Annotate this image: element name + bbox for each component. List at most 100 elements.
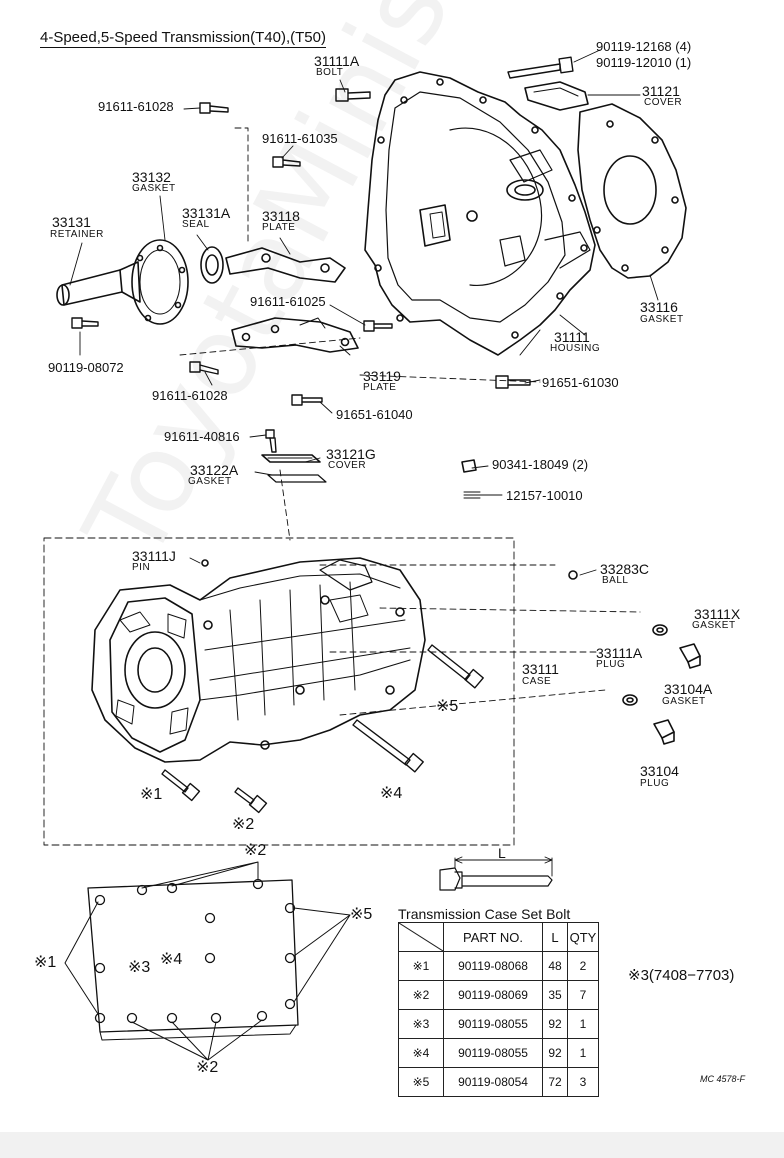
label-31121-name: COVER [644, 97, 683, 108]
label-33131a-no: 33131A [182, 205, 231, 221]
label-33111a-plug-no: 33111A [596, 645, 643, 661]
label-33111j-no: 33111J [132, 548, 176, 564]
row-part-no: 90119-08068 [443, 951, 543, 981]
label-31121-no: 31121 [642, 83, 680, 99]
row-part-no: 90119-08055 [443, 1009, 543, 1039]
label-33111x-name: GASKET [692, 620, 736, 631]
label-90341-18049: 90341-18049 (2) [492, 457, 589, 472]
label-33131-name: RETAINER [50, 229, 104, 240]
mark-1-case: ※1 [140, 786, 163, 803]
label-33131a-name: SEAL [182, 219, 210, 230]
row-qty: 7 [567, 980, 599, 1010]
label-91611-61028-bottom: 91611-61028 [152, 388, 228, 403]
row-part-no: 90119-08054 [443, 1067, 543, 1097]
table-header-row: PART NO. L QTY [398, 922, 599, 952]
row-part-no: 90119-08055 [443, 1038, 543, 1068]
mark-2-plan-top: ※2 [244, 842, 267, 859]
label-33116-no: 33116 [640, 299, 678, 315]
row-qty: 1 [567, 1038, 599, 1068]
label-33104a-name: GASKET [662, 696, 706, 707]
table-header-l: L [542, 922, 568, 952]
mark-2-case: ※2 [232, 816, 255, 833]
label-91611-61035: 91611-61035 [262, 131, 338, 146]
row-qty: 2 [567, 951, 599, 981]
label-90119-12168: 90119-12168 (4) [596, 39, 692, 54]
row-mark: ※5 [398, 1067, 444, 1097]
table-row: ※4 90119-08055 92 1 [398, 1038, 599, 1068]
label-33131-no: 33131 [52, 214, 91, 230]
table-header-qty: QTY [567, 922, 599, 952]
label-33111j-name: PIN [132, 562, 151, 573]
mark-3-plan: ※3 [128, 959, 151, 976]
length-label: L [498, 845, 506, 861]
small-parts-drawing [568, 570, 701, 745]
mark-1-plan: ※1 [34, 954, 57, 971]
label-33132-no: 33132 [132, 169, 171, 185]
plate-33119-drawing [231, 317, 359, 353]
label-31111-name: HOUSING [550, 343, 601, 354]
clutch-housing-drawing [364, 71, 596, 356]
label-90119-12010: 90119-12010 (1) [596, 55, 692, 70]
plug-spring-drawing [461, 459, 481, 499]
label-31111a-name: BOLT [316, 67, 344, 78]
row-length: 92 [542, 1009, 568, 1039]
housing-gasket-drawing [577, 103, 687, 279]
seal-drawing [200, 246, 224, 284]
label-33116-name: GASKET [640, 314, 684, 325]
label-33119-no: 33119 [363, 368, 401, 384]
length-bolt-sketch [439, 856, 553, 891]
label-12157-10010: 12157-10010 [506, 488, 583, 503]
row-length: 48 [542, 951, 568, 981]
row-part-no: 90119-08069 [443, 980, 543, 1010]
row-length: 92 [542, 1038, 568, 1068]
row-qty: 3 [567, 1067, 599, 1097]
label-33121g-name: COVER [328, 460, 367, 471]
table-row: ※3 90119-08055 92 1 [398, 1009, 599, 1039]
label-33111x-no: 33111X [694, 606, 741, 622]
cover-drawing [524, 81, 589, 111]
row-mark: ※4 [398, 1038, 444, 1068]
transmission-case-drawing [91, 557, 426, 763]
row-qty: 1 [567, 1009, 599, 1039]
label-91651-61040: 91651-61040 [336, 407, 413, 422]
mark-5-case: ※5 [436, 698, 459, 715]
label-91611-61025: 91611-61025 [250, 294, 326, 309]
note-mark-3-dates: ※3(7408−7703) [628, 967, 735, 984]
bolt-location-plan [64, 861, 351, 1061]
mark-4-plan: ※4 [160, 951, 183, 968]
label-33104-name: PLUG [640, 778, 670, 789]
diagram-title: 4-Speed,5-Speed Transmission(T40),(T50) [40, 29, 326, 48]
table-row: ※1 90119-08068 48 2 [398, 951, 599, 981]
table-row: ※5 90119-08054 72 3 [398, 1067, 599, 1097]
retainer-drawing [56, 239, 189, 325]
label-91611-40816: 91611-40816 [164, 429, 240, 444]
footer-strip [0, 1132, 784, 1158]
table-header-blank [398, 922, 444, 952]
label-33122a-name: GASKET [188, 476, 232, 487]
row-mark: ※2 [398, 980, 444, 1010]
label-31111a-no: 31111A [314, 53, 360, 69]
label-33283c-name: BALL [602, 575, 629, 586]
label-33122a-no: 33122A [190, 462, 239, 478]
label-33118-name: PLATE [262, 222, 296, 233]
label-91611-61028-top: 91611-61028 [98, 99, 174, 114]
label-33111-no: 33111 [522, 661, 559, 677]
row-length: 72 [542, 1067, 568, 1097]
label-33111a-plug-name: PLUG [596, 659, 626, 670]
label-31111-no: 31111 [554, 329, 590, 345]
diagram-code: MC 4578-F [700, 1074, 746, 1084]
mark-4-case: ※4 [380, 785, 403, 802]
label-33283c-no: 33283C [600, 561, 650, 577]
leader-lines [43, 49, 659, 846]
label-90119-08072: 90119-08072 [48, 360, 124, 375]
table-row: ※2 90119-08069 35 7 [398, 980, 599, 1010]
row-mark: ※1 [398, 951, 444, 981]
label-91651-61030: 91651-61030 [542, 375, 619, 390]
table-header-part-no: PART NO. [443, 922, 543, 952]
mark-2-plan-bottom: ※2 [196, 1059, 219, 1076]
label-33104-no: 33104 [640, 763, 679, 779]
plate-33118-drawing [225, 247, 346, 283]
label-33132-name: GASKET [132, 183, 176, 194]
